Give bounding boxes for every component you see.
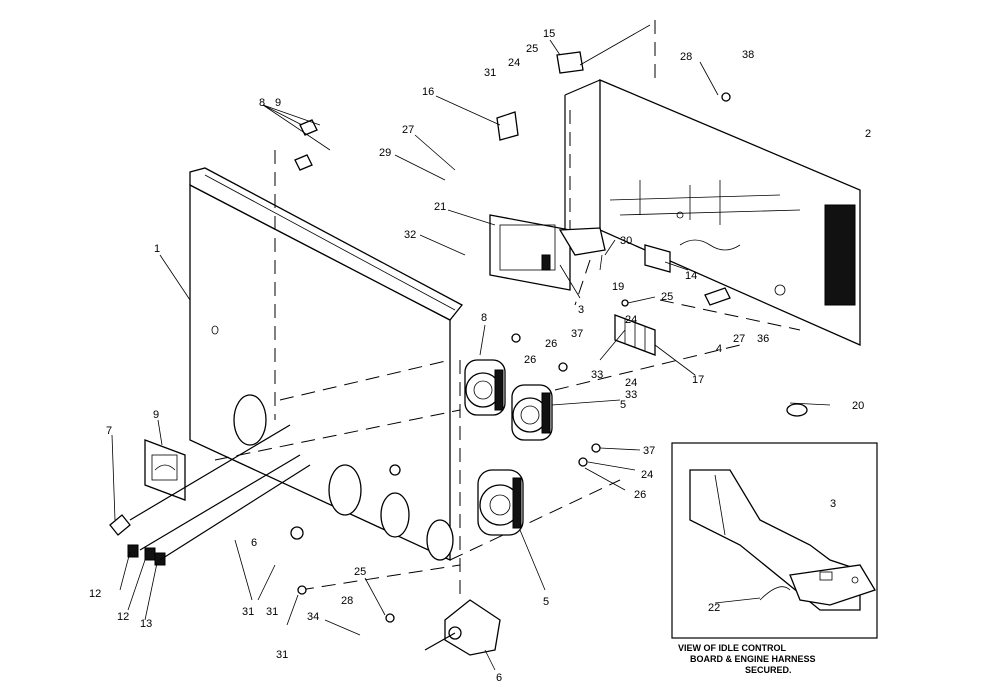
callout-1: 1 <box>154 243 160 255</box>
rear-panel-part-2 <box>564 79 861 346</box>
clip-part-16 <box>496 111 519 141</box>
callout-2: 2 <box>865 128 871 140</box>
hardware-fasteners <box>290 92 731 623</box>
callout-26-lower: 26 <box>634 489 646 501</box>
callout-5-lower: 5 <box>543 596 549 608</box>
callout-29: 29 <box>379 147 391 159</box>
idle-control-module-part-6 <box>424 599 501 656</box>
callout-27-top: 27 <box>402 124 414 136</box>
callout-17: 17 <box>692 374 704 386</box>
callout-33-left: 33 <box>591 369 603 381</box>
plug-part-4 <box>704 287 731 306</box>
hour-meter-part-9 <box>144 439 186 501</box>
callout-4: 4 <box>716 343 722 355</box>
callout-8-upper: 8 <box>259 97 265 109</box>
callout-27-right: 27 <box>733 333 745 345</box>
callout-31-left: 31 <box>242 606 254 618</box>
callout-24-lower: 24 <box>641 469 653 481</box>
callout-34: 34 <box>307 611 319 623</box>
callout-38: 38 <box>742 49 754 61</box>
grommet-part-20 <box>786 403 808 417</box>
callout-28-top: 28 <box>680 51 692 63</box>
idle-control-bracket <box>489 214 606 291</box>
callout-30: 30 <box>620 235 632 247</box>
inset-caption-line-2: BOARD & ENGINE HARNESS <box>690 654 816 664</box>
callout-32: 32 <box>404 229 416 241</box>
assembly-guide-lines <box>214 20 801 600</box>
callout-25-bottom: 25 <box>354 566 366 578</box>
receptacle-assemblies <box>464 359 553 536</box>
callout-37-top: 37 <box>571 328 583 340</box>
callout-5-upper: 5 <box>620 399 626 411</box>
callout-24-mid: 24 <box>625 377 637 389</box>
callout-22: 22 <box>708 602 720 614</box>
callout-37-lower: 37 <box>643 445 655 457</box>
callout-28-bottom: 28 <box>341 595 353 607</box>
callout-15: 15 <box>543 28 555 40</box>
callout-8-top: 8 <box>481 312 487 324</box>
callout-24-right: 24 <box>625 314 637 326</box>
callout-9-top: 9 <box>275 97 281 109</box>
callout-24-top: 24 <box>508 57 520 69</box>
callout-21: 21 <box>434 201 446 213</box>
callout-26-extra: 26 <box>545 338 557 350</box>
callout-14: 14 <box>685 270 697 282</box>
inset-detail-view <box>671 442 878 639</box>
callout-20: 20 <box>852 400 864 412</box>
switches-and-plugs <box>109 424 311 566</box>
callout-3: 3 <box>578 304 584 316</box>
relay-part-15 <box>556 51 584 74</box>
callout-36: 36 <box>757 333 769 345</box>
switch-part-14 <box>644 244 671 273</box>
inset-caption-line-3: SECURED. <box>745 665 792 675</box>
callout-16: 16 <box>422 86 434 98</box>
callout-31-top: 31 <box>484 67 496 79</box>
inset-caption: VIEW OF IDLE CONTROL BOARD & ENGINE HARN… <box>678 643 816 675</box>
callout-labels: 1 2 3 3 4 5 5 6 6 7 8 8 9 9 12 12 13 14 … <box>89 28 871 684</box>
callout-3-inset: 3 <box>830 498 836 510</box>
callout-7: 7 <box>106 425 112 437</box>
callout-31-bottom: 31 <box>276 649 288 661</box>
callout-6-bottom: 6 <box>496 672 502 684</box>
callout-12-right: 12 <box>117 611 129 623</box>
inset-caption-line-1: VIEW OF IDLE CONTROL <box>678 643 786 653</box>
callout-9: 9 <box>153 409 159 421</box>
leader-lines <box>111 24 831 671</box>
callout-19: 19 <box>612 281 624 293</box>
callout-26-mid: 26 <box>524 354 536 366</box>
callout-31-mid: 31 <box>266 606 278 618</box>
callout-25-right: 25 <box>661 291 673 303</box>
callout-6-left: 6 <box>251 537 257 549</box>
callout-12-left: 12 <box>89 588 101 600</box>
front-panel-part-1 <box>189 167 463 562</box>
callout-13: 13 <box>140 618 152 630</box>
callout-33-right: 33 <box>625 389 637 401</box>
callout-25-top: 25 <box>526 43 538 55</box>
